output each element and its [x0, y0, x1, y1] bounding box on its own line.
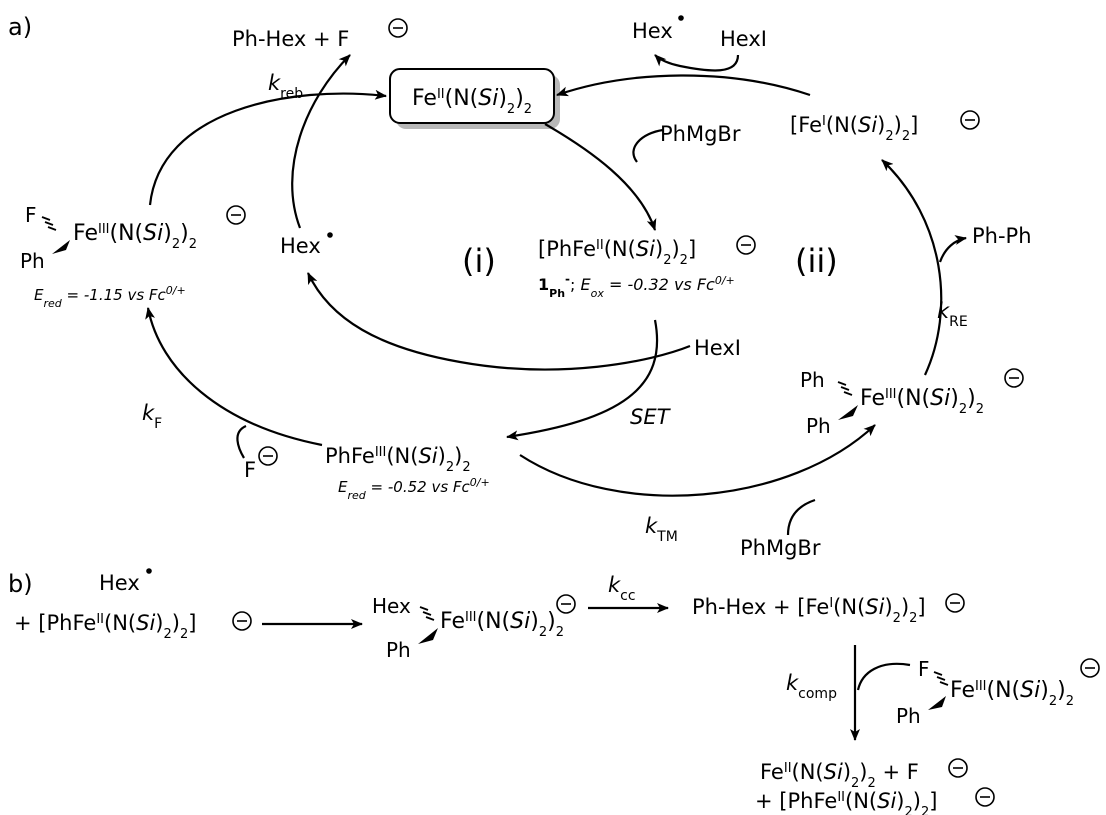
hex-radical-left: Hex: [280, 234, 321, 258]
arrow-transmetalation-1: [544, 123, 657, 231]
svg-text:Ph: Ph: [20, 249, 45, 273]
phmgbr-bottom: PhMgBr: [740, 536, 821, 560]
svg-text:F: F: [25, 203, 37, 227]
rate-kcomp: kcomp: [786, 671, 837, 702]
fphfe3-species: F FeIII(N(Si)2)2 Ph: [20, 203, 246, 273]
arrow-kF: [145, 307, 323, 447]
cycle-label-ii: (ii): [795, 242, 838, 280]
set-label: SET: [630, 405, 672, 429]
ph-ph-product: Ph-Ph: [972, 224, 1032, 248]
fe1-anion-species: [FeI(N(Si)2)2]: [790, 110, 980, 144]
arrow-kRE: [881, 159, 943, 376]
arrow-phmgbr-in: [632, 128, 664, 163]
fe1-b-charge-icon: [945, 593, 965, 613]
radical-dot-icon-top: [678, 15, 684, 21]
svg-text:Ph: Ph: [896, 704, 921, 728]
svg-text:FeIII(N(Si)2)2: FeIII(N(Si)2)2: [950, 678, 1074, 709]
ph2fe3-charge-icon: [1004, 368, 1024, 388]
arrow-hex-rebound: [291, 54, 351, 229]
hexfe3-charge-icon: [556, 594, 576, 614]
hex-radical-b: Hex: [99, 571, 140, 595]
hex-radical-top: Hex: [632, 19, 673, 43]
svg-text:[FeI(N(Si)2)2]: [FeI(N(Si)2)2]: [790, 113, 918, 144]
phfe2-final-charge-icon: [975, 787, 995, 807]
hexi-top: HexI: [720, 27, 767, 51]
svg-text:FeIII(N(Si)2)2: FeIII(N(Si)2)2: [860, 386, 984, 417]
fe1-charge-icon: [960, 110, 980, 130]
fphfe3-b-charge-icon: [1080, 658, 1100, 678]
svg-text:PhFeIII(N(Si)2)2: PhFeIII(N(Si)2)2: [325, 444, 471, 475]
fluoride-b-charge-icon: [948, 758, 968, 778]
arrow-phmgbr-bottom-in: [786, 498, 816, 536]
cycle-label-i: (i): [462, 242, 496, 280]
phfe3-ered: Ered = -0.52 vs Fc0/+: [338, 476, 490, 502]
fe2-catalyst-box: FeII(N(Si)2)2: [389, 68, 560, 129]
svg-text:FeIII(N(Si)2)2: FeIII(N(Si)2)2: [73, 221, 197, 252]
arrow-kTM: [519, 424, 876, 497]
svg-text:Ph: Ph: [806, 414, 831, 438]
rate-kF: kF: [142, 401, 162, 432]
phfe2-anion-species: [PhFeII(N(Si)2)2]: [538, 235, 756, 268]
phfe3-species: PhFeIII(N(Si)2)2: [325, 444, 471, 475]
panel-label-b: b): [8, 570, 33, 598]
ph-hex-fe1-product: Ph-Hex + [FeI(N(Si)2)2]: [692, 595, 926, 626]
rate-kTM: kTM: [645, 514, 678, 545]
fphfe3-species-b: F FeIII(N(Si)2)2 Ph: [896, 657, 1100, 728]
arrow-kreb: [148, 89, 387, 206]
svg-text:FeIII(N(Si)2)2: FeIII(N(Si)2)2: [440, 609, 564, 640]
fphfe3-charge-icon: [226, 205, 246, 225]
svg-text:Ph: Ph: [800, 368, 825, 392]
fe2-formula: FeII(N(Si)2)2: [412, 86, 532, 117]
ph-hex-f-product: Ph-Hex + F: [232, 27, 349, 51]
fluoride-lower-charge-icon: [258, 446, 278, 466]
fphfe3-ered: Ered = -1.15 vs Fc0/+: [34, 284, 186, 310]
arrow-fluoride-in: [236, 424, 247, 459]
phfe2-b-charge-icon: [232, 611, 252, 631]
arrow-set: [506, 319, 659, 441]
radical-dot-icon: [327, 232, 333, 238]
fluoride-charge-icon: [388, 18, 408, 38]
svg-text:Ph: Ph: [386, 638, 411, 662]
fe2-f-product: FeII(N(Si)2)2 + F: [760, 760, 919, 791]
svg-text:[PhFeII(N(Si)2)2]: [PhFeII(N(Si)2)2]: [538, 237, 696, 268]
fluoride-lower: F: [244, 458, 256, 482]
arrow-fe1-to-fe2: [556, 74, 811, 97]
hexi-middle: HexI: [694, 336, 741, 360]
ph2fe3-species: Ph FeIII(N(Si)2)2 Ph: [800, 368, 1024, 438]
hexfe3-species: Hex FeIII(N(Si)2)2 Ph: [372, 594, 576, 662]
arrow-hexi-to-hex: [307, 272, 691, 371]
phfe2-charge-icon: [736, 235, 756, 255]
radical-dot-icon-b: [146, 568, 152, 574]
phmgbr-top: PhMgBr: [660, 122, 741, 146]
phfe2-anion-final: + [PhFeII(N(Si)2)2]: [755, 789, 937, 815]
svg-text:F: F: [918, 657, 930, 681]
arrow-hex-out-top: [654, 54, 740, 72]
phfe2-eox-label: 1Ph-; Eox = -0.32 vs Fc0/+: [538, 272, 735, 300]
arrow-fphfe3-in: [856, 662, 911, 691]
arrow-ph-ph-out: [938, 235, 967, 263]
phfe2-anion-b: + [PhFeII(N(Si)2)2]: [14, 611, 196, 642]
rate-kcc: kcc: [608, 573, 636, 604]
svg-text:Hex: Hex: [372, 594, 411, 618]
panel-label-a: a): [8, 13, 32, 41]
